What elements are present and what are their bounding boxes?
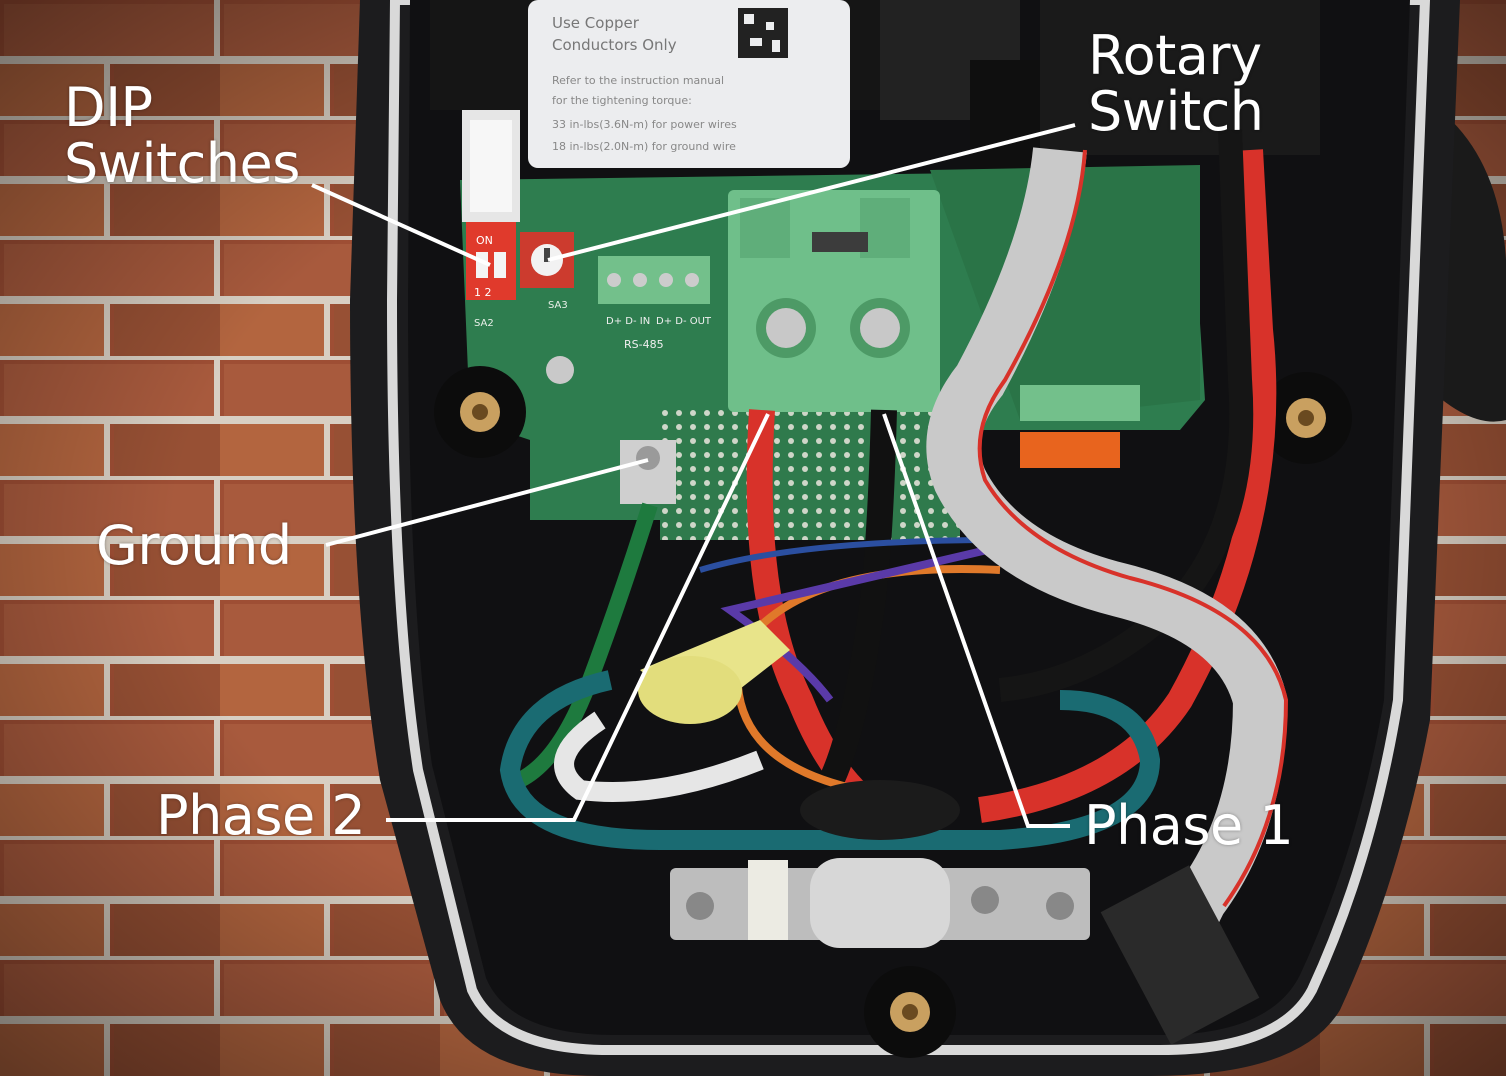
svg-text:ON: ON <box>476 234 493 247</box>
svg-text:for the tightening torque:: for the tightening torque: <box>552 94 692 107</box>
svg-text:D+ D- OUT: D+ D- OUT <box>656 316 712 327</box>
pcb-perforated-area <box>660 410 960 540</box>
svg-text:Refer to the instruction manua: Refer to the instruction manual <box>552 74 724 87</box>
svg-text:Conductors Only: Conductors Only <box>552 36 677 54</box>
phase-2-label: Phase 2 <box>156 784 366 847</box>
svg-text:33 in-lbs(3.6N-m) for power wi: 33 in-lbs(3.6N-m) for power wires <box>552 118 737 131</box>
power-terminal-block <box>728 190 940 412</box>
black-wire <box>809 409 897 808</box>
svg-text:18 in-lbs(2.0N-m) for ground w: 18 in-lbs(2.0N-m) for ground wire <box>552 140 736 153</box>
rotary-label-line1: Rotary <box>1088 24 1262 87</box>
rs485-terminal: D+ D- IN D+ D- OUT RS-485 <box>598 256 712 351</box>
dip-label-line2: Switches <box>64 132 300 195</box>
ground-label: Ground <box>96 514 292 577</box>
dip-label-line1: DIP <box>64 76 153 139</box>
svg-text:SA3: SA3 <box>548 300 568 311</box>
rotary-switch-label: Rotary Switch <box>1088 28 1264 140</box>
svg-text:1 2: 1 2 <box>474 286 492 299</box>
dip-switches-label: DIP Switches <box>64 80 300 192</box>
svg-text:RS-485: RS-485 <box>624 338 664 351</box>
rotary-label-line2: Switch <box>1088 80 1264 143</box>
warning-sticker: Use Copper Conductors Only Refer to the … <box>528 0 850 168</box>
phase-1-label: Phase 1 <box>1084 794 1294 857</box>
svg-text:Use Copper: Use Copper <box>552 14 640 32</box>
svg-text:D+ D- IN: D+ D- IN <box>606 316 650 327</box>
cable-clamp <box>670 780 1090 948</box>
ground-lug <box>620 440 676 504</box>
svg-text:SA2: SA2 <box>474 318 494 329</box>
